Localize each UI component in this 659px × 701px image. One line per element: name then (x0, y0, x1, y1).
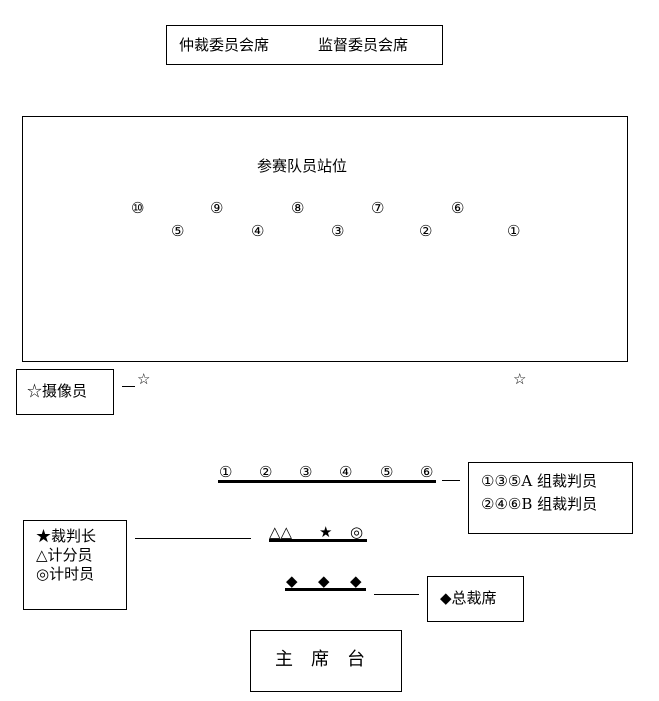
scorer-marks: △△ (269, 523, 293, 541)
judge-position: ④ (339, 463, 353, 481)
chief-seat-diamond-icon: ◆ (286, 572, 298, 590)
committee-box: 仲裁委员会席 监督委员会席 (166, 25, 443, 65)
head-judge-star-icon: ★ (319, 523, 333, 541)
officials-table-line (269, 539, 367, 542)
player-position: ① (507, 222, 521, 240)
chief-seat-diamond-icon: ◆ (350, 572, 362, 590)
field-title: 参赛队员站位 (257, 157, 348, 175)
chief-table-line (285, 588, 366, 591)
timer-icon: ◎ (350, 523, 364, 541)
camera-connector-line (122, 386, 135, 387)
chief-seat-diamond-icon: ◆ (318, 572, 330, 590)
scorer-label: △计分员 (36, 546, 93, 564)
chief-legend-label: ◆总裁席 (440, 589, 497, 607)
player-position: ⑧ (291, 199, 305, 217)
player-position: ⑩ (131, 199, 145, 217)
officials-connector-line (135, 538, 251, 539)
judges-table-line (218, 480, 436, 483)
timer-label: ◎计时员 (36, 565, 95, 583)
camera-legend-box: ☆摄像员 (16, 369, 114, 415)
player-position: ⑨ (210, 199, 224, 217)
officials-legend-box: ★裁判长 △计分员 ◎计时员 (23, 520, 127, 610)
judge-position: ③ (299, 463, 313, 481)
judges-connector-line (442, 480, 460, 481)
camera-star-icon: ☆ (137, 370, 151, 388)
judge-position: ① (219, 463, 233, 481)
camera-legend-label: ☆摄像员 (27, 382, 88, 400)
player-position: ③ (331, 222, 345, 240)
group-b-judges-label: ②④⑥B 组裁判员 (481, 495, 598, 513)
main-stage-box: 主 席 台 (250, 630, 402, 692)
player-position: ⑤ (171, 222, 185, 240)
judge-position: ② (259, 463, 273, 481)
main-stage-label: 主 席 台 (275, 649, 365, 670)
chief-legend-box: ◆总裁席 (427, 576, 524, 622)
group-a-judges-label: ①③⑤A 组裁判员 (481, 472, 597, 490)
player-position: ⑥ (451, 199, 465, 217)
player-position: ② (419, 222, 433, 240)
supervision-committee-label: 监督委员会席 (318, 36, 409, 54)
head-judge-label: ★裁判长 (36, 527, 97, 545)
camera-star-icon: ☆ (513, 370, 527, 388)
judge-position: ⑤ (380, 463, 394, 481)
competition-field: 参赛队员站位 ⑩ ⑨ ⑧ ⑦ ⑥ ⑤ ④ ③ ② ① (22, 116, 628, 362)
chief-connector-line (374, 594, 419, 595)
arbitration-committee-label: 仲裁委员会席 (179, 36, 270, 54)
judges-legend-box: ①③⑤A 组裁判员 ②④⑥B 组裁判员 (468, 462, 633, 534)
player-position: ④ (251, 222, 265, 240)
judge-position: ⑥ (420, 463, 434, 481)
player-position: ⑦ (371, 199, 385, 217)
